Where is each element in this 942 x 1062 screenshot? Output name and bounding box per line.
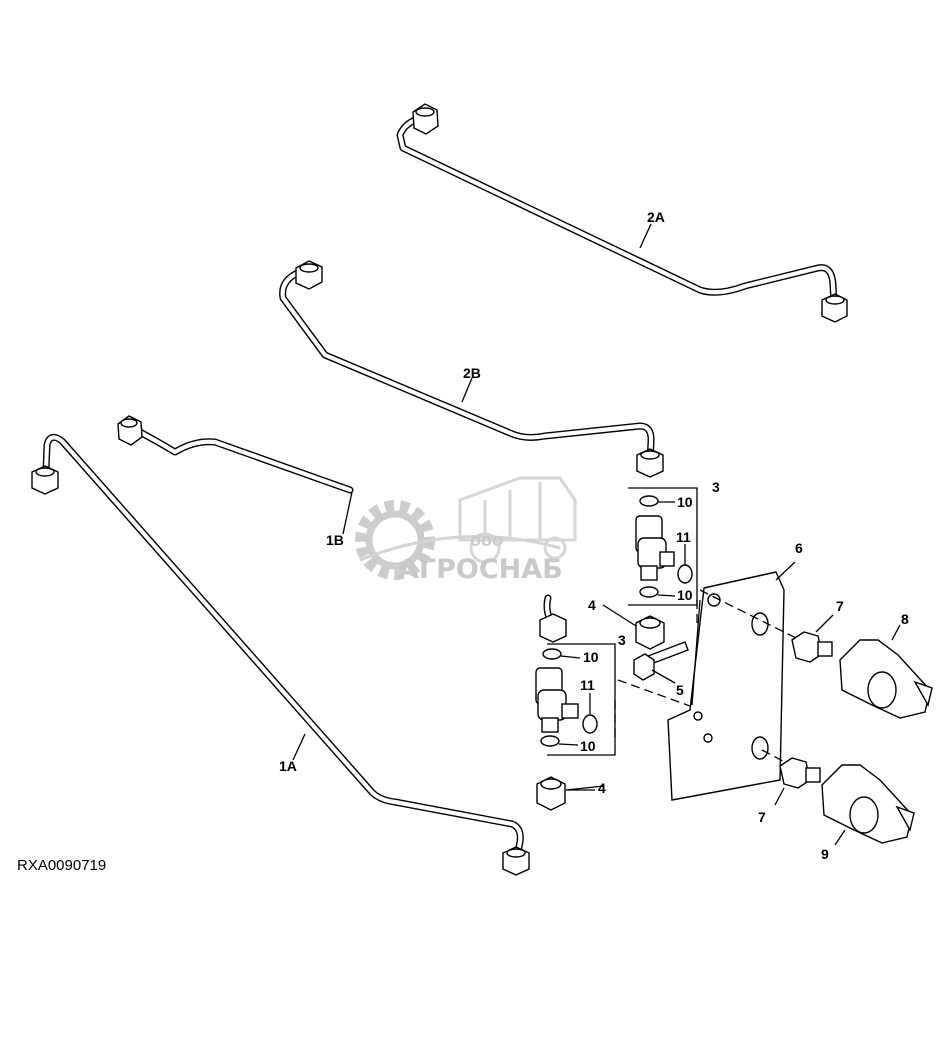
drawing-code: RXA0090719: [17, 857, 106, 874]
label-10-lower-bottom: 10: [580, 738, 596, 754]
label-10-upper-bottom: 10: [677, 587, 693, 603]
nut-lower: [536, 776, 566, 811]
label-2a: 2A: [647, 209, 665, 225]
label-4-lower: 4: [598, 780, 606, 796]
label-10-upper-top: 10: [677, 494, 693, 510]
pipe-1b: [117, 415, 567, 643]
oring-lower-bottom: [540, 735, 560, 747]
coupler-lower: [774, 757, 821, 806]
label-11-upper: 11: [676, 529, 691, 545]
pipe-1a-nut-top: [31, 465, 59, 495]
label-1b: 1B: [326, 532, 344, 548]
watermark: ООО АГРОСНАБ: [355, 476, 577, 585]
label-2b: 2B: [463, 365, 481, 381]
oring-upper-bottom: [639, 586, 659, 598]
seal-lower: [582, 714, 598, 734]
pipe-2b: [279, 260, 664, 478]
assembly-lines: [614, 589, 801, 771]
pipe-1b-nut: [117, 415, 143, 446]
pipe-1a: [31, 433, 530, 876]
watermark-prefix: ООО: [470, 535, 503, 550]
coupler-upper: [791, 614, 834, 663]
label-5: 5: [676, 682, 684, 698]
leader-lines: [292, 223, 652, 791]
label-10-lower-top: 10: [583, 649, 599, 665]
fitting-group-upper: [602, 487, 698, 650]
pipe-1a-nut-end: [502, 846, 530, 876]
pipe-2a-nut-end: [821, 293, 848, 323]
callouts: 2A 2B 1B 1A 3 10 11 10 4 3 10 11 10 4 5 …: [279, 209, 909, 862]
label-8: 8: [901, 611, 909, 627]
nut-upper: [635, 615, 665, 650]
bracket: [667, 561, 796, 801]
pipe-1b-end-stub: [539, 594, 567, 643]
quick-coupler-lower: [821, 764, 915, 846]
label-3-upper: 3: [712, 479, 720, 495]
bolt: [633, 641, 689, 684]
label-3-lower: 3: [618, 632, 626, 648]
label-7-lower: 7: [758, 809, 766, 825]
oring-upper-top: [639, 495, 659, 507]
pipe-2a: [396, 103, 848, 323]
label-1a: 1A: [279, 758, 297, 774]
swivel-tee-upper: [635, 515, 675, 581]
label-9: 9: [821, 846, 829, 862]
fitting-group-lower: [535, 643, 616, 811]
seal-upper: [677, 564, 693, 584]
label-6: 6: [795, 540, 803, 556]
pipe-2a-nut-top: [412, 103, 439, 135]
label-4-upper: 4: [588, 597, 596, 613]
label-7-upper: 7: [836, 598, 844, 614]
pipe-2b-nut-top: [295, 260, 323, 290]
harvester-icon: [458, 476, 577, 564]
pipe-2b-nut-end: [636, 448, 664, 478]
watermark-name: АГРОСНАБ: [398, 554, 563, 585]
quick-coupler-upper: [839, 624, 933, 719]
label-11-lower: 11: [580, 677, 595, 693]
oring-lower-top: [542, 648, 562, 660]
swivel-tee-lower: [535, 667, 579, 733]
